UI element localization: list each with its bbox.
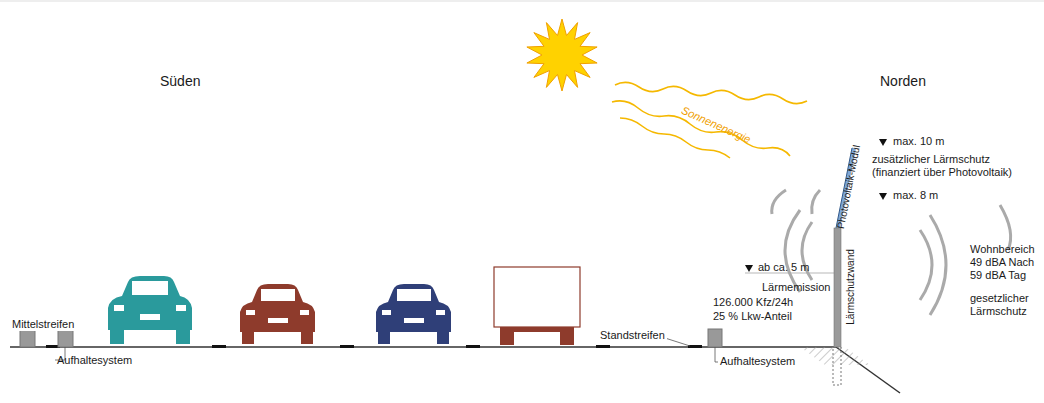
height-label: max. 10 m <box>893 135 944 148</box>
area-label: Wohnbereich <box>970 243 1035 256</box>
note-label: gesetzlicher Lärmschutz <box>970 292 1040 318</box>
part-label: Aufhaltesystem <box>57 354 132 367</box>
height-label: ab ca. 5 m <box>758 261 809 274</box>
lane-marks <box>46 345 702 348</box>
part-label: Standstreifen <box>598 329 667 342</box>
barrier-post <box>58 329 73 347</box>
car <box>376 284 451 344</box>
direction-label: Süden <box>160 73 200 90</box>
sound-wave <box>772 190 820 292</box>
noise-limit: 49 dBA Nach <box>970 256 1034 269</box>
barrier-post <box>708 329 722 347</box>
note-label: zusätzlicher Lärmschutz (finanziert über… <box>872 153 1040 179</box>
note-label: Lärmemission <box>762 281 830 294</box>
noise-wall <box>834 228 841 347</box>
barrier-post <box>20 329 35 347</box>
part-label: Mittelstreifen <box>10 318 76 331</box>
noise-limit: 59 dBA Tag <box>970 269 1026 282</box>
traffic-figure: 25 % Lkw-Anteil <box>713 310 792 323</box>
sun <box>527 19 597 91</box>
height-marker <box>745 139 887 272</box>
wall-foundation <box>800 347 870 365</box>
truck <box>494 267 580 345</box>
part-label: Aufhaltesystem <box>720 355 795 368</box>
sun-rays <box>612 82 807 158</box>
car <box>108 276 192 344</box>
car <box>240 284 315 344</box>
part-label: Lärmschutzwand <box>845 249 857 325</box>
height-label: max. 8 m <box>893 189 938 202</box>
direction-label: Norden <box>880 73 926 90</box>
traffic-figure: 126.000 Kfz/24h <box>713 296 793 309</box>
part-label: Photovoltaik-Modul <box>835 144 863 230</box>
